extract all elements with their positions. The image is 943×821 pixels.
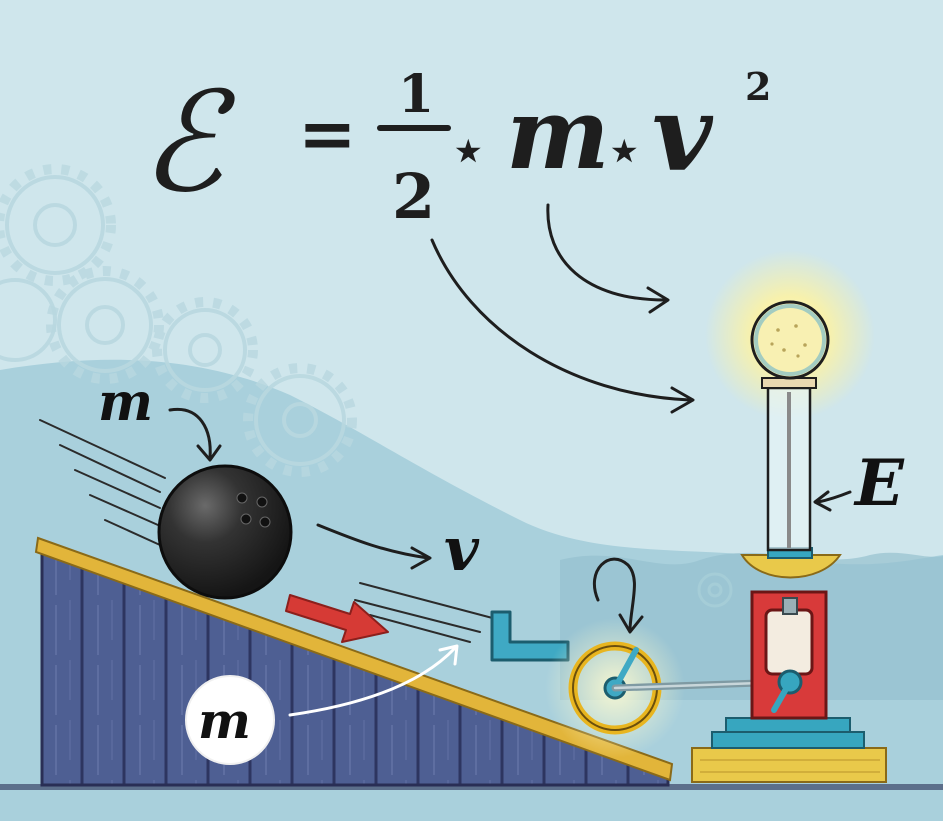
motion-lines	[39, 419, 501, 643]
velocity-label: v	[444, 515, 480, 585]
equation-operator-2: ⋆	[608, 120, 641, 181]
velocity-arrow	[316, 523, 432, 570]
equation-equals: =	[298, 92, 357, 175]
equation-denominator: 2	[392, 160, 435, 233]
mass-arrow	[168, 407, 222, 462]
motion-arrow-icon	[285, 594, 389, 643]
bowling-ball-icon	[157, 464, 293, 600]
energy-label: E	[853, 446, 905, 521]
gear-icon	[697, 572, 733, 608]
mass-label-bottom: m	[198, 691, 251, 750]
kinetic-energy-equation: ℰ = 1 2 ⋆ m ⋆ v 2	[140, 62, 771, 233]
mass-label-top: m	[98, 372, 153, 433]
ground-line	[0, 784, 943, 790]
light-bulb-icon	[691, 250, 887, 783]
equation-numerator: 1	[398, 64, 434, 125]
gear-icon	[0, 164, 357, 477]
mass-badge: m	[185, 675, 275, 765]
equation-mass: m	[506, 77, 610, 192]
equation-velocity: v	[652, 72, 714, 195]
energy-arrow	[813, 490, 852, 512]
equation-exponent: 2	[745, 64, 771, 109]
equation-arrows	[430, 203, 695, 414]
equation-operator-1: ⋆	[452, 120, 485, 181]
mass-badge-arrow	[288, 644, 459, 717]
equation-lhs: ℰ	[140, 62, 236, 223]
rotation-arrow	[592, 557, 644, 634]
gear-icon	[0, 175, 346, 466]
